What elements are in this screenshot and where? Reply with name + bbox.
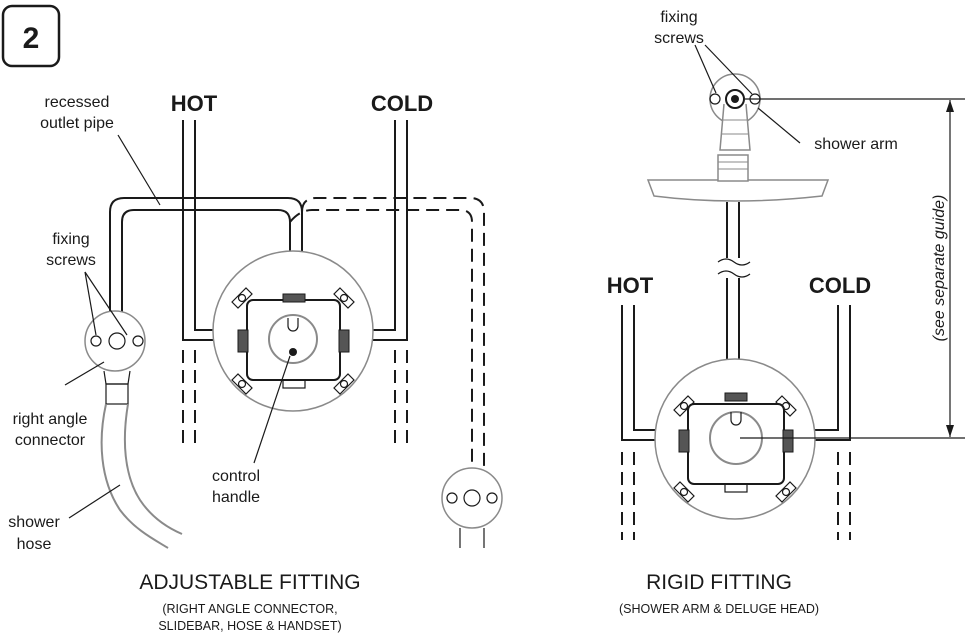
recessed-pipe-label-1: recessed: [45, 94, 110, 111]
control-handle-label-2: handle: [212, 489, 260, 506]
recessed-pipe-label-2: outlet pipe: [40, 115, 114, 132]
control-handle-knob: [268, 314, 318, 364]
rigid-mounting-lugs: [673, 395, 797, 503]
rigid-fixing-label-2: screws: [654, 30, 704, 47]
adjustable-valve-assembly: [212, 250, 374, 412]
right-angle-connector-right: [441, 467, 503, 548]
adjustable-leader-lines: [64, 134, 291, 519]
deluge-head: [646, 154, 830, 202]
adjustable-cold-label: COLD: [371, 91, 433, 116]
dimension-line: [740, 98, 965, 439]
adjustable-subtitle-1: (RIGHT ANGLE CONNECTOR,: [162, 602, 337, 616]
connector-label-1: right angle: [13, 411, 88, 428]
shower-hose-label-1: shower: [8, 514, 60, 531]
rigid-fixing-label-1: fixing: [660, 9, 697, 26]
rigid-hot-label: HOT: [607, 273, 654, 298]
shower-hose: [100, 403, 183, 549]
rigid-subtitle: (SHOWER ARM & DELUGE HEAD): [619, 602, 819, 616]
adjustable-hot-label: HOT: [171, 91, 218, 116]
shower-hose-label-2: hose: [17, 536, 52, 553]
shower-arm: [709, 73, 761, 151]
control-handle-label-1: control: [212, 468, 260, 485]
rigid-cold-label: COLD: [809, 273, 871, 298]
alternative-outlet-pipe: [301, 197, 485, 480]
adjustable-fitting-title: ADJUSTABLE FITTING: [139, 571, 360, 594]
rigid-fitting-diagram: fixing screws shower arm HOT COLD (see s…: [607, 9, 965, 616]
shower-arm-label: shower arm: [814, 136, 898, 153]
mounting-lugs: [231, 287, 355, 395]
adjustable-subtitle-2: SLIDEBAR, HOSE & HANDSET): [158, 619, 341, 633]
connector-label-2: connector: [15, 432, 86, 449]
step-number: 2: [23, 22, 40, 55]
fixing-screws-label-1: fixing: [52, 231, 89, 248]
adjustable-fitting-diagram: HOT COLD recessed outlet pipe fixing scr…: [8, 91, 503, 633]
recessed-outlet-pipe: [109, 197, 303, 318]
adjustable-cold-pipe: [352, 120, 408, 445]
rigid-valve-assembly: [654, 358, 816, 520]
rigid-fitting-title: RIGID FITTING: [646, 571, 792, 594]
step-badge: 2: [1, 4, 61, 68]
right-angle-connector-left: [84, 310, 146, 405]
rigid-leader-lines: [694, 44, 801, 144]
see-separate-guide-label: (see separate guide): [931, 195, 948, 342]
fixing-screws-label-2: screws: [46, 252, 96, 269]
